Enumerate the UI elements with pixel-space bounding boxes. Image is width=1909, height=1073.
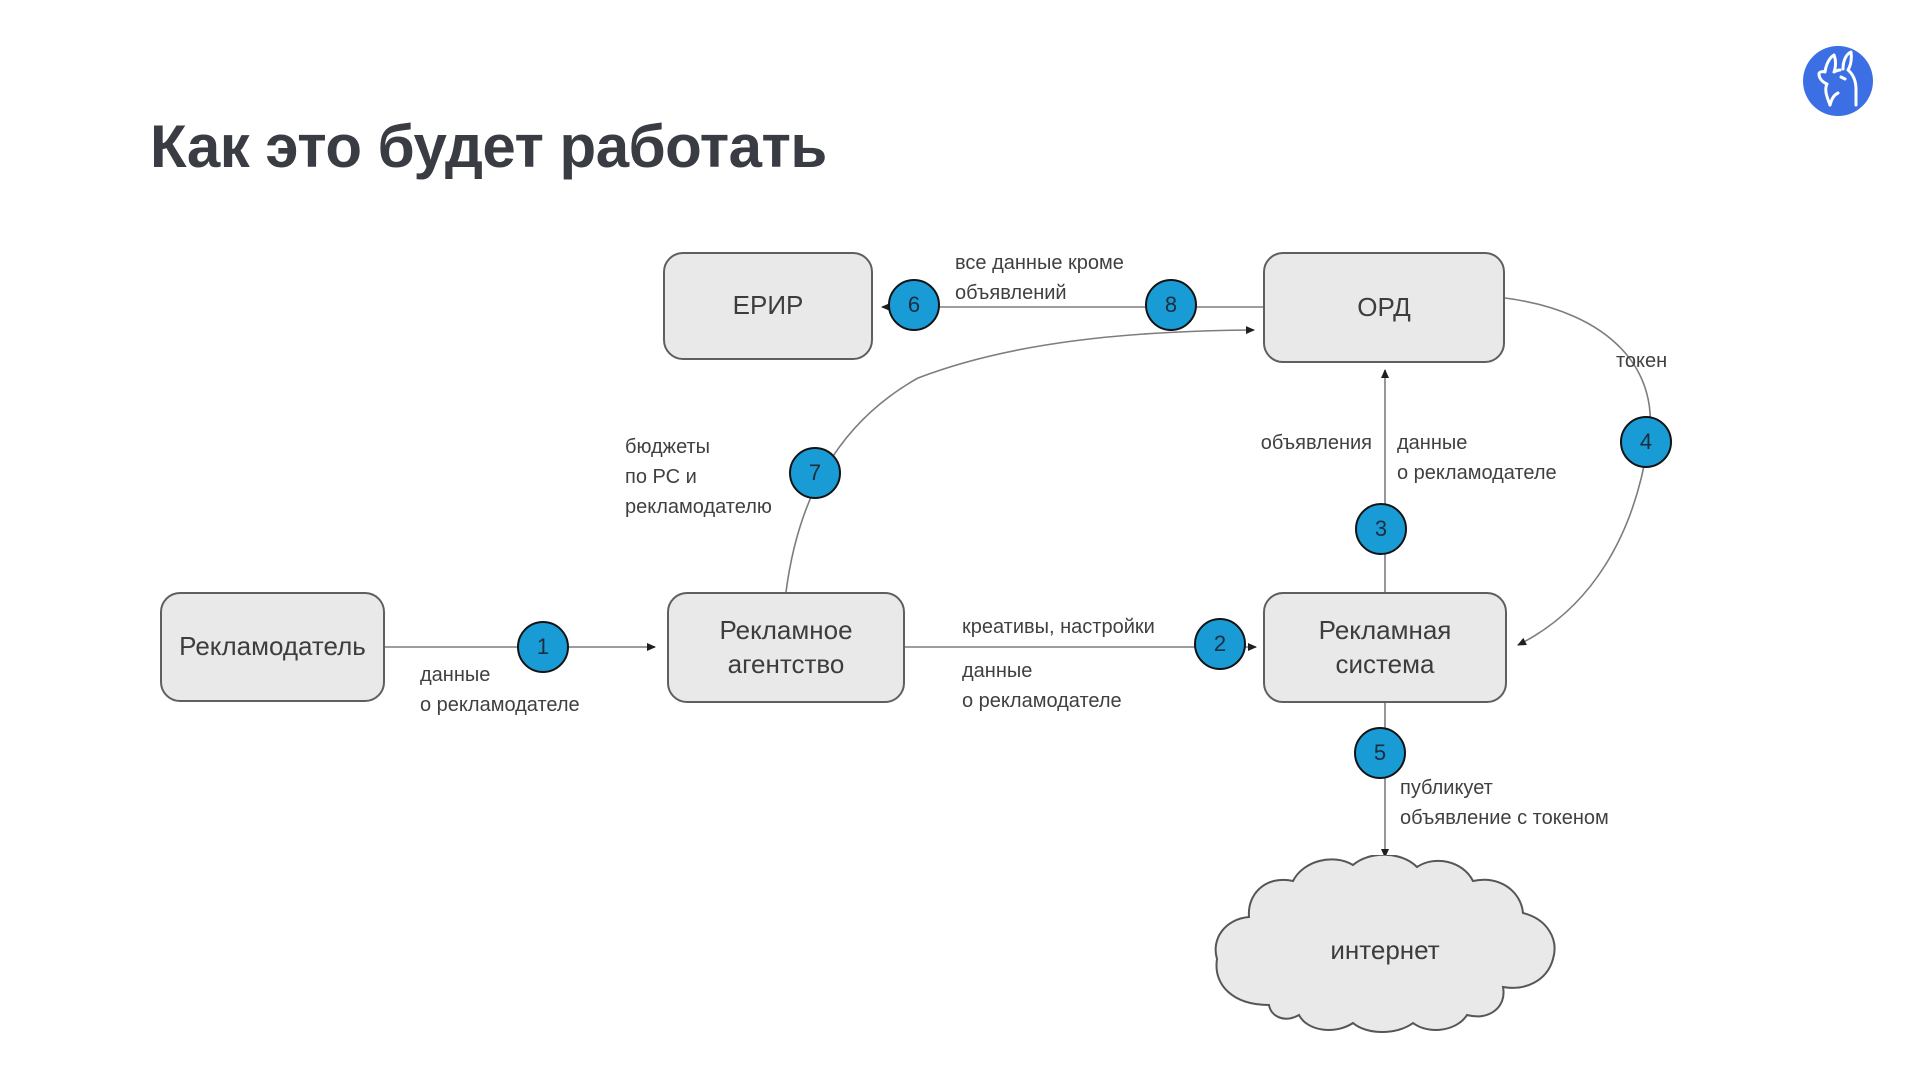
node-agency: Рекламное агентство [667,592,905,703]
node-adsystem: Рекламная система [1263,592,1507,703]
edge-7-arrow [785,326,1255,593]
node-ord: ОРД [1263,252,1505,363]
step-circle-5: 5 [1354,727,1406,779]
edge-2-label-top: креативы, настройки [962,616,1155,638]
edge-1-label: данные о рекламодателе [420,664,580,716]
step-circle-7: 7 [789,447,841,499]
step-circle-6: 6 [888,279,940,331]
edge-5-label: публикует объявление с токеном [1400,777,1609,829]
internet-cloud [1205,853,1565,1045]
edge-7-label: бюджеты по РС и рекламодателю [625,436,772,518]
step-circle-8: 8 [1145,279,1197,331]
edge-2-label-bottom: данные о рекламодателе [962,660,1122,712]
edge-3-label-left: объявления [1260,432,1372,454]
edge-4-label: токен [1616,350,1668,372]
node-erir: ЕРИР [663,252,873,360]
step-circle-4: 4 [1620,416,1672,468]
step-circle-3: 3 [1355,503,1407,555]
step-circle-1: 1 [517,621,569,673]
node-advertiser: Рекламодатель [160,592,385,702]
edge-6-label: все данные кроме объявлений [955,252,1124,304]
step-circle-2: 2 [1194,618,1246,670]
llama-logo-icon [1803,46,1873,116]
edge-3-label-right: данные о рекламодателе [1397,432,1557,484]
node-internet: интернет [1330,934,1440,965]
page-title: Как это будет работать [150,113,827,180]
